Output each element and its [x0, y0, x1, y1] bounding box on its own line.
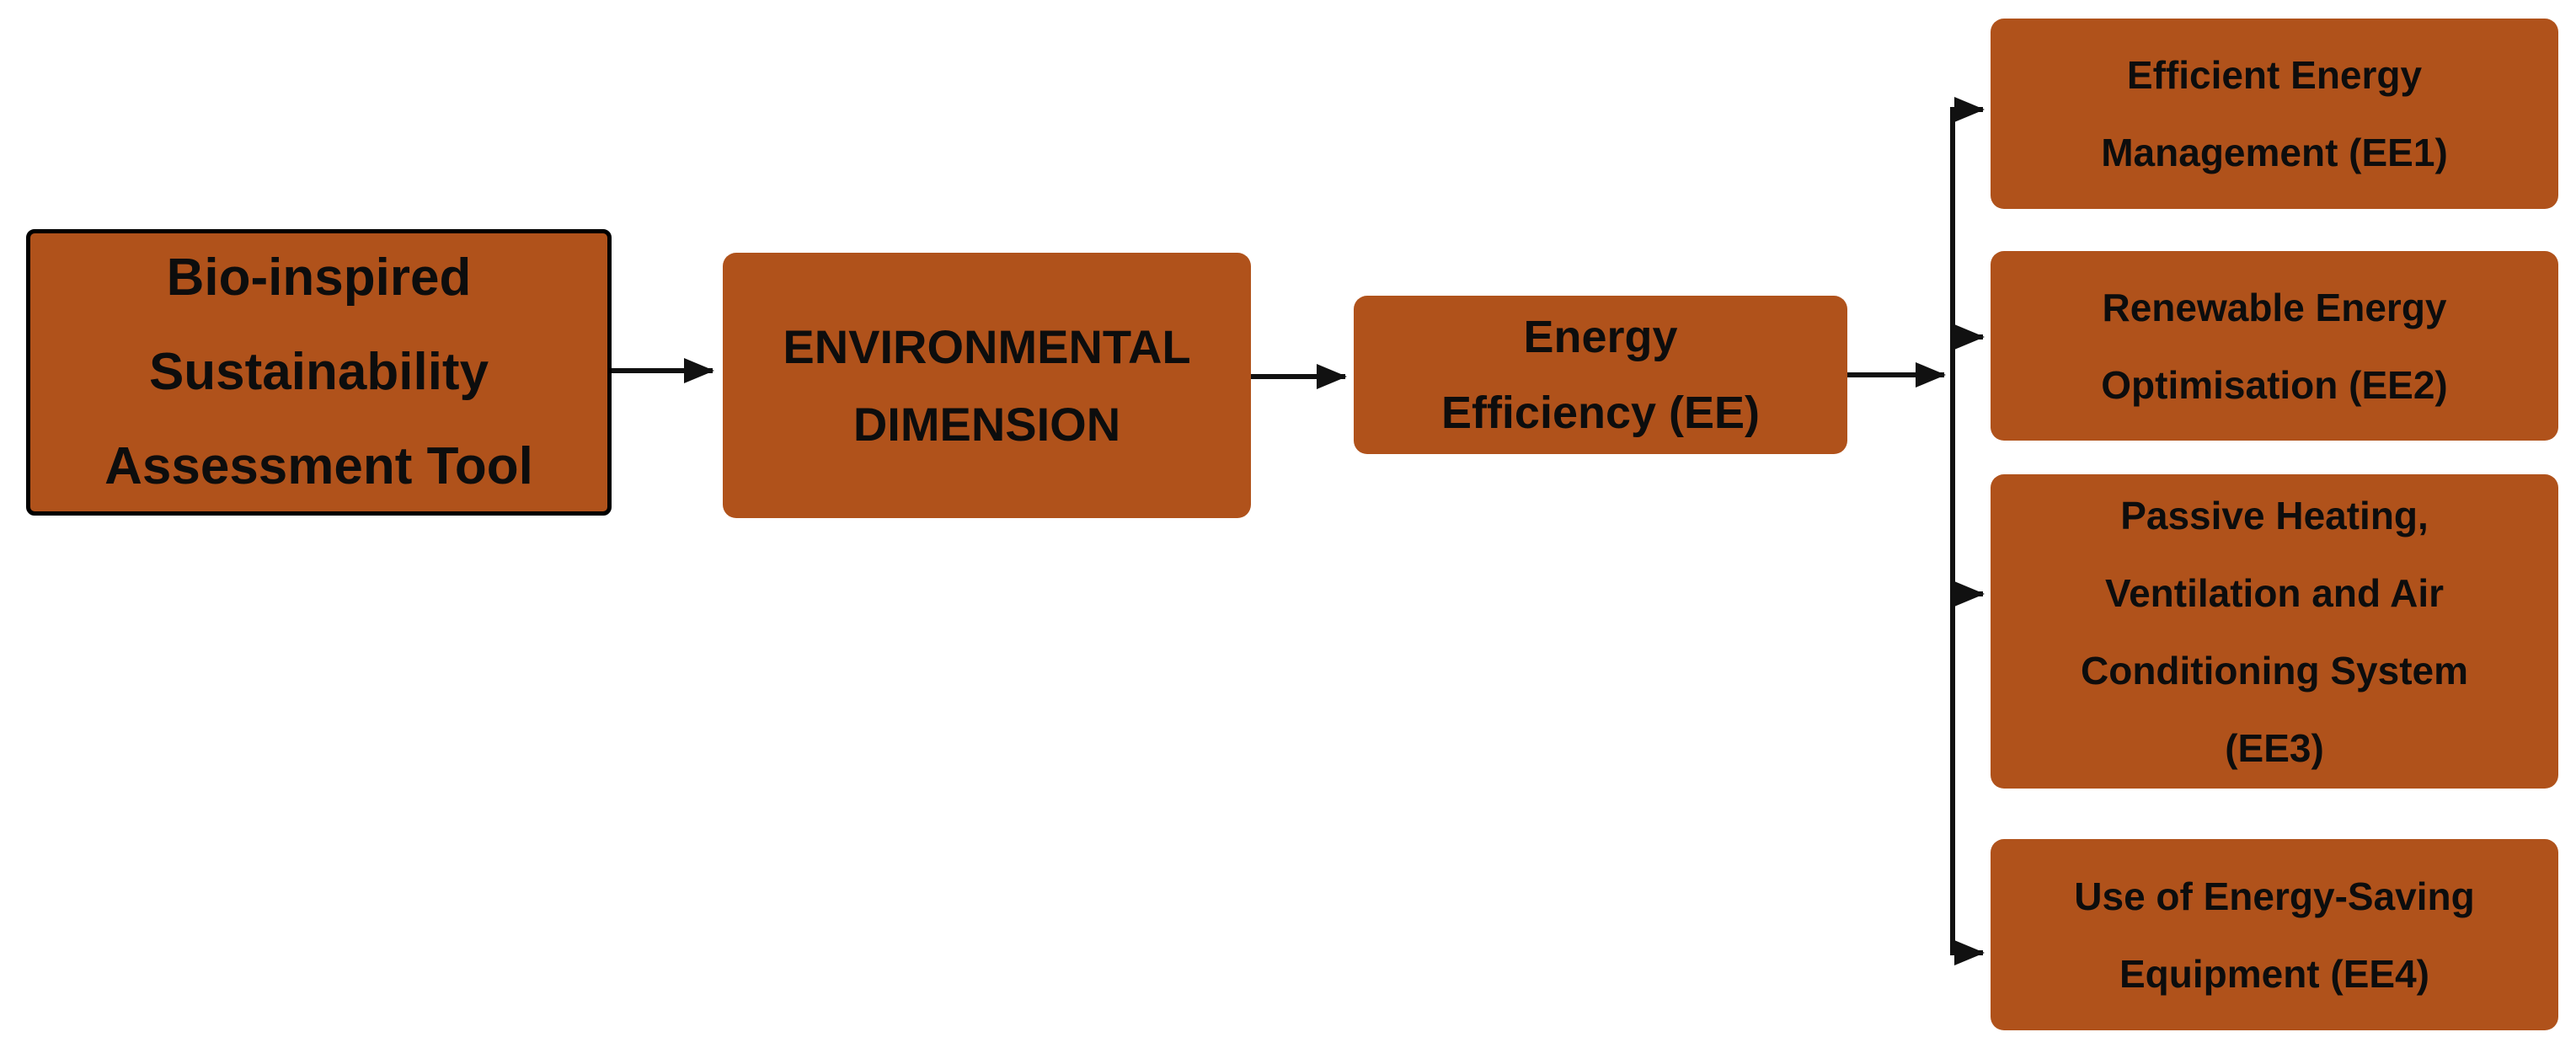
node-bio-inspired-tool: Bio-inspired Sustainability Assessment T… [26, 229, 612, 516]
node-ee2-renewable-energy-optimisation: Renewable Energy Optimisation (EE2) [1991, 251, 2558, 441]
node-energy-efficiency: Energy Efficiency (EE) [1354, 296, 1847, 454]
node-environmental-dimension: ENVIRONMENTAL DIMENSION [723, 253, 1251, 518]
node-ee4-energy-saving-equipment: Use of Energy-Saving Equipment (EE4) [1991, 839, 2558, 1030]
node-ee3-passive-hvac-system: Passive Heating, Ventilation and Air Con… [1991, 474, 2558, 789]
node-ee1-efficient-energy-management: Efficient Energy Management (EE1) [1991, 19, 2558, 209]
